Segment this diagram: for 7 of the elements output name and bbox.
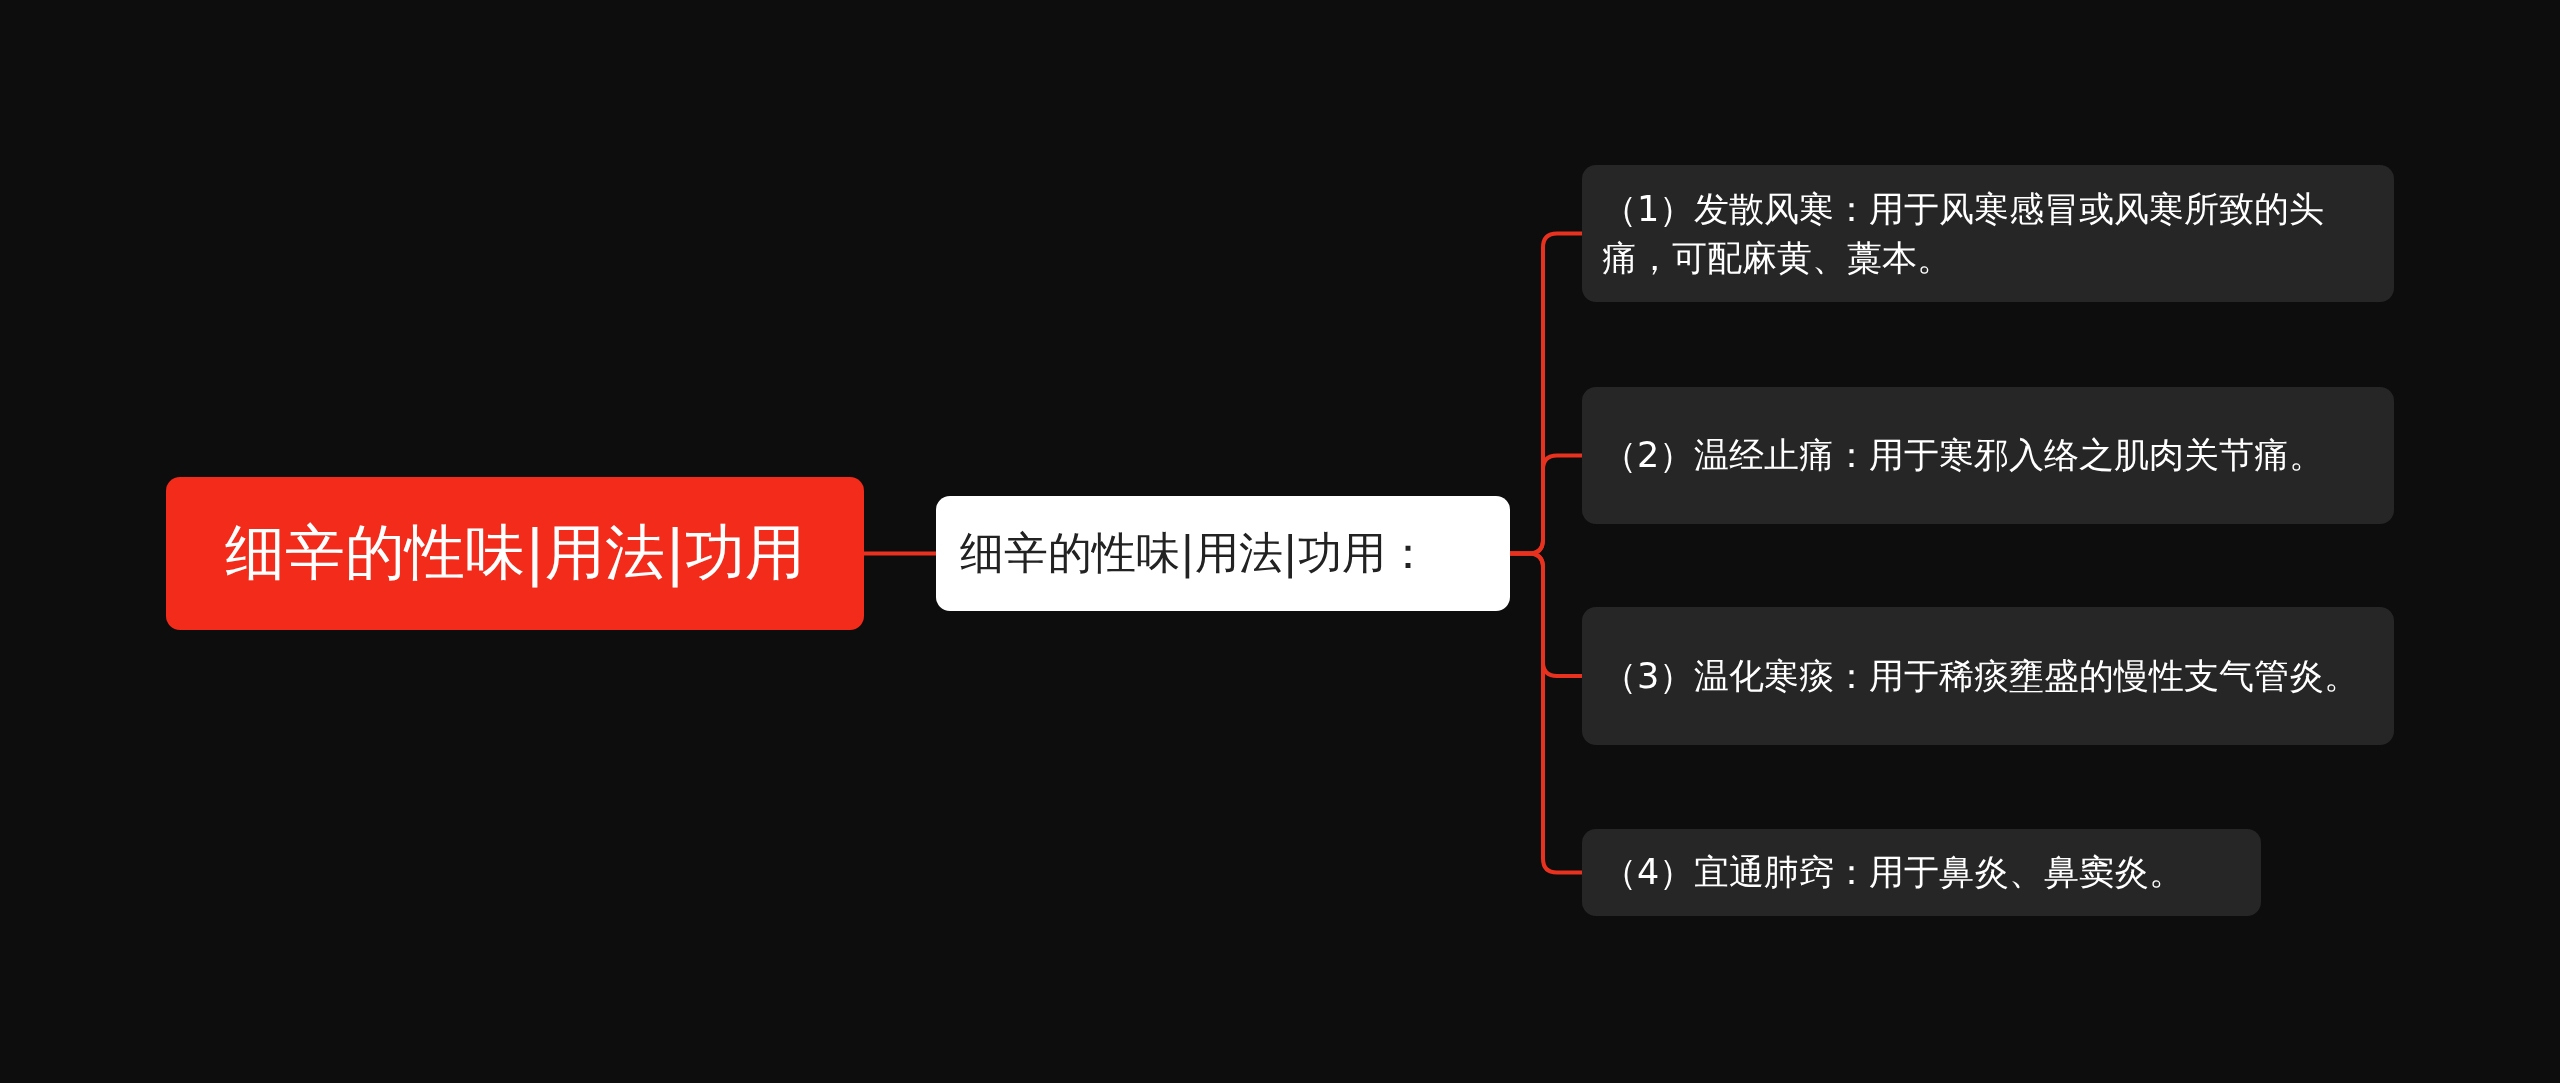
connector [864,551,936,556]
subtopic-box: （2）温经止痛：用于寒邪入络之肌肉关节痛。 [1582,387,2394,524]
root-topic-box: 细辛的性味|用法|功用 [166,477,864,630]
topic-box: 细辛的性味|用法|功用： [936,496,1510,611]
subtopic-box: （1）发散风寒：用于风寒感冒或风寒所致的头痛，可配麻黄、藁本。 [1582,165,2394,302]
subtopic-box: （4）宜通肺窍：用于鼻炎、鼻窦炎。 [1582,829,2261,916]
subtopic-box: （3）温化寒痰：用于稀痰壅盛的慢性支气管炎。 [1582,607,2394,745]
